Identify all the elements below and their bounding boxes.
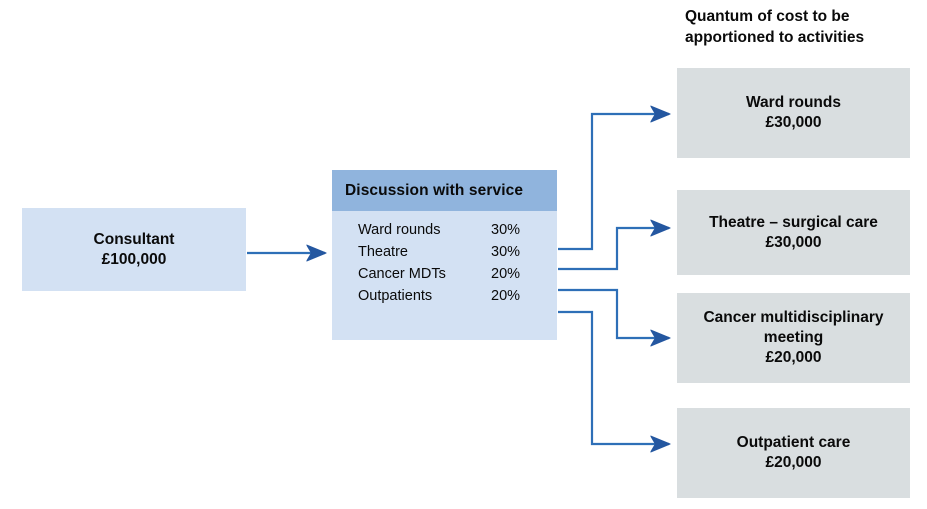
allocation-row: Ward rounds 30% <box>332 219 557 241</box>
node-discussion-with-service: Discussion with service Ward rounds 30% … <box>332 170 557 340</box>
node-output-ward-rounds: Ward rounds £30,000 <box>677 68 910 158</box>
connector-theatre <box>558 228 669 271</box>
allocation-activity: Cancer MDTs <box>358 266 446 282</box>
output-amount: £30,000 <box>765 114 822 131</box>
allocation-activity: Ward rounds <box>358 222 441 238</box>
output-label: Theatre – surgical care <box>709 213 878 231</box>
allocation-percent: 20% <box>491 288 521 304</box>
allocation-activity: Outpatients <box>358 288 433 304</box>
consultant-amount: £100,000 <box>101 250 167 268</box>
output-label-line2: meeting <box>763 329 824 346</box>
allocation-row: Outpatients 20% <box>332 285 557 307</box>
service-allocation-list: Ward rounds 30% Theatre 30% Cancer MDTs … <box>332 211 557 340</box>
allocation-row: Cancer MDTs 20% <box>332 263 557 285</box>
output-amount: £20,000 <box>765 454 822 471</box>
allocation-percent: 30% <box>491 222 521 238</box>
allocation-activity: Theatre <box>358 244 408 260</box>
output-amount: £20,000 <box>765 349 822 366</box>
connector-ward-rounds <box>558 114 669 251</box>
connector-outpatients <box>558 310 669 444</box>
output-label: Outpatient care <box>736 434 851 451</box>
allocation-row: Theatre 30% <box>332 241 557 263</box>
output-label: Cancer multidisciplinary <box>703 309 884 326</box>
connector-cancer-mdt <box>558 288 669 338</box>
node-consultant: Consultant £100,000 <box>22 208 246 291</box>
node-output-cancer-mdt: Cancer multidisciplinary meeting £20,000 <box>677 293 910 383</box>
output-amount: £30,000 <box>765 233 822 251</box>
consultant-label: Consultant <box>93 230 175 248</box>
node-output-theatre: Theatre – surgical care £30,000 <box>677 190 910 275</box>
quantum-caption: Quantum of cost to be apportioned to act… <box>685 8 865 46</box>
service-header-label: Discussion with service <box>332 170 557 211</box>
allocation-percent: 30% <box>491 244 521 260</box>
allocation-percent: 20% <box>491 266 521 282</box>
node-output-outpatient-care: Outpatient care £20,000 <box>677 408 910 498</box>
output-label: Ward rounds <box>745 94 841 111</box>
